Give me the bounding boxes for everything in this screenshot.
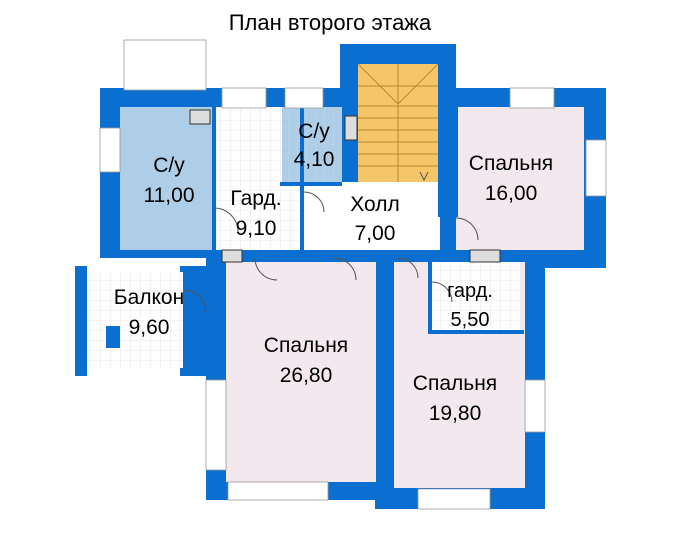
room-wc-big (120, 107, 214, 250)
vent-boxes (189, 109, 501, 263)
room-dressing-small (432, 262, 520, 332)
wc-small-name: С/у (298, 120, 330, 143)
wc-small-area: 4,10 (294, 148, 335, 171)
room-labels: С/у 11,00 С/у 4,10 Гард. 9,10 Холл 7,00 … (114, 120, 553, 425)
wc-big-name: С/у (153, 154, 185, 177)
partitions (212, 107, 524, 488)
room-wc-small (282, 107, 342, 182)
bedroom-se-name: Спальня (413, 372, 497, 395)
bedroom-main-area: 26,80 (280, 364, 333, 387)
balcony-name: Балкон (114, 286, 184, 309)
room-hall (304, 182, 440, 250)
balcony-column (106, 326, 120, 348)
plan-title: План второго этажа (229, 10, 432, 35)
stair-treads (357, 63, 439, 182)
room-bedroom-ne (456, 107, 584, 250)
doors (184, 191, 479, 313)
bedroom-main-name: Спальня (264, 334, 348, 357)
dressing-small-name: гард. (447, 280, 493, 302)
dressing-big-name: Гард. (230, 187, 281, 210)
wc-big-area: 11,00 (144, 184, 195, 207)
windows (99, 39, 607, 510)
hall-area: 7,00 (355, 222, 396, 245)
room-fills (87, 64, 584, 488)
dressing-small-area: 5,50 (451, 309, 490, 331)
bedroom-ne-name: Спальня (469, 152, 553, 175)
hall-name: Холл (350, 193, 400, 216)
dressing-big-area: 9,10 (236, 217, 277, 240)
room-bedroom-main (226, 262, 376, 482)
room-balcony (87, 272, 183, 368)
bedroom-ne-area: 16,00 (485, 182, 538, 205)
balcony-area: 9,60 (129, 316, 170, 339)
bedroom-se-area: 19,80 (429, 402, 482, 425)
